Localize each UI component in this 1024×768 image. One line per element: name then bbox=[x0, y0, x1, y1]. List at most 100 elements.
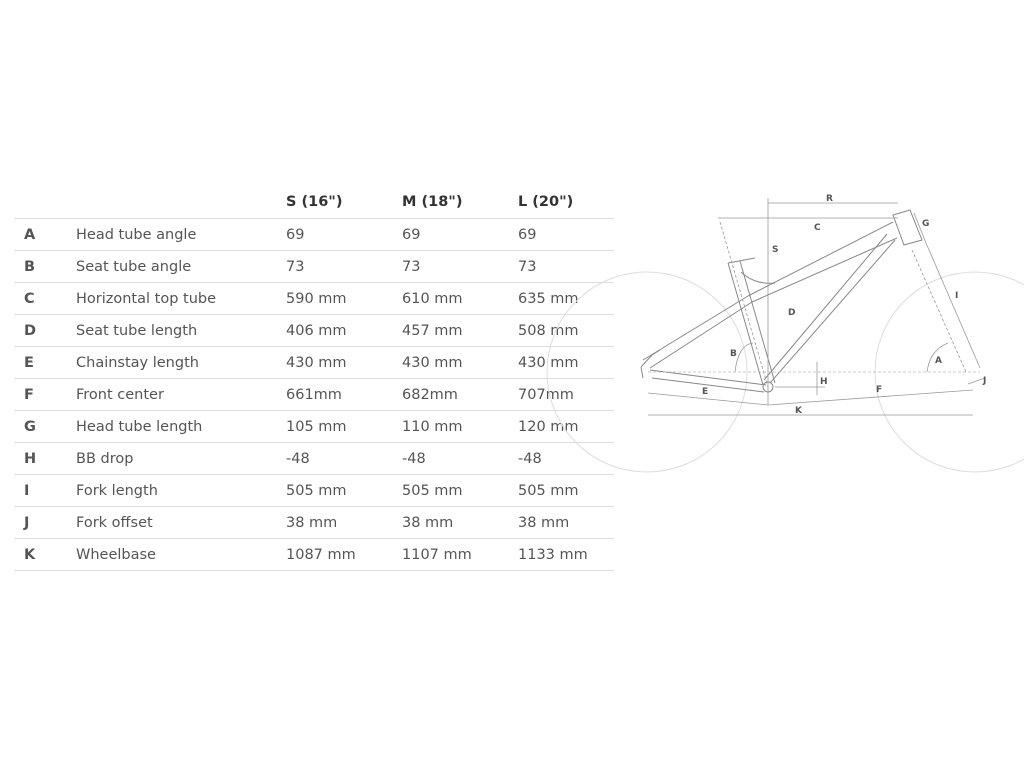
row-key: A bbox=[14, 218, 76, 251]
value-size-m: 457 mm bbox=[402, 314, 518, 347]
value-size-l: -48 bbox=[518, 442, 614, 475]
row-key: C bbox=[14, 282, 76, 315]
row-key: B bbox=[14, 250, 76, 283]
row-label: Fork length bbox=[76, 474, 286, 507]
row-label: Fork offset bbox=[76, 506, 286, 539]
row-key: D bbox=[14, 314, 76, 347]
row-key: H bbox=[14, 442, 76, 475]
value-size-m: 73 bbox=[402, 250, 518, 283]
value-size-s: 73 bbox=[286, 250, 402, 283]
value-size-m: 1107 mm bbox=[402, 538, 518, 571]
label-B: B bbox=[730, 349, 737, 359]
seat-axis bbox=[719, 221, 769, 388]
value-size-l: 430 mm bbox=[518, 346, 614, 379]
value-size-m: 110 mm bbox=[402, 410, 518, 443]
top-tube bbox=[747, 221, 898, 303]
row-key: K bbox=[14, 538, 76, 571]
label-J: J bbox=[982, 376, 986, 386]
row-key: F bbox=[14, 378, 76, 411]
value-size-m: 430 mm bbox=[402, 346, 518, 379]
row-label: Head tube angle bbox=[76, 218, 286, 251]
dim-G bbox=[913, 212, 927, 244]
header-label bbox=[76, 186, 286, 219]
label-S: S bbox=[772, 245, 778, 255]
label-G: G bbox=[922, 219, 929, 229]
down-tube bbox=[763, 233, 896, 384]
header-size-m: M (18") bbox=[402, 186, 518, 219]
row-label: BB drop bbox=[76, 442, 286, 475]
value-size-l: 120 mm bbox=[518, 410, 614, 443]
value-size-l: 73 bbox=[518, 250, 614, 283]
value-size-s: 661mm bbox=[286, 378, 402, 411]
row-key: J bbox=[14, 506, 76, 539]
label-A: A bbox=[935, 356, 942, 366]
header-size-s: S (16") bbox=[286, 186, 402, 219]
value-size-l: 635 mm bbox=[518, 282, 614, 315]
label-R: R bbox=[826, 194, 833, 204]
seat-stay bbox=[642, 295, 753, 369]
value-size-m: 69 bbox=[402, 218, 518, 251]
row-label: Front center bbox=[76, 378, 286, 411]
label-H: H bbox=[820, 377, 828, 387]
row-label: Seat tube angle bbox=[76, 250, 286, 283]
value-size-s: 69 bbox=[286, 218, 402, 251]
label-C: C bbox=[814, 223, 821, 233]
row-label: Horizontal top tube bbox=[76, 282, 286, 315]
value-size-l: 505 mm bbox=[518, 474, 614, 507]
dim-I bbox=[925, 242, 981, 369]
header-size-l: L (20") bbox=[518, 186, 614, 219]
value-size-s: 505 mm bbox=[286, 474, 402, 507]
row-key: E bbox=[14, 346, 76, 379]
value-size-l: 1133 mm bbox=[518, 538, 614, 571]
label-D: D bbox=[788, 308, 795, 318]
row-key: I bbox=[14, 474, 76, 507]
seat-tube bbox=[727, 257, 776, 386]
head-tube bbox=[892, 209, 923, 246]
top-tube-gusset bbox=[740, 271, 776, 284]
row-label: Wheelbase bbox=[76, 538, 286, 571]
dim-E bbox=[647, 392, 769, 406]
dim-F bbox=[767, 389, 974, 406]
value-size-l: 69 bbox=[518, 218, 614, 251]
rear-wheel bbox=[546, 271, 748, 473]
label-F: F bbox=[876, 385, 882, 395]
value-size-l: 707mm bbox=[518, 378, 614, 411]
row-label: Chainstay length bbox=[76, 346, 286, 379]
value-size-m: 682mm bbox=[402, 378, 518, 411]
chainstay bbox=[649, 369, 767, 393]
value-size-m: -48 bbox=[402, 442, 518, 475]
value-size-s: 590 mm bbox=[286, 282, 402, 315]
value-size-s: -48 bbox=[286, 442, 402, 475]
value-size-m: 505 mm bbox=[402, 474, 518, 507]
label-I: I bbox=[955, 291, 958, 301]
dim-H bbox=[775, 362, 825, 395]
label-E: E bbox=[702, 387, 708, 397]
row-label: Seat tube length bbox=[76, 314, 286, 347]
header-key bbox=[14, 186, 76, 219]
dim-J bbox=[967, 377, 986, 385]
row-key: G bbox=[14, 410, 76, 443]
value-size-m: 610 mm bbox=[402, 282, 518, 315]
row-label: Head tube length bbox=[76, 410, 286, 443]
value-size-s: 38 mm bbox=[286, 506, 402, 539]
fork-axis bbox=[911, 249, 967, 373]
value-size-s: 105 mm bbox=[286, 410, 402, 443]
value-size-s: 1087 mm bbox=[286, 538, 402, 571]
value-size-m: 38 mm bbox=[402, 506, 518, 539]
value-size-s: 406 mm bbox=[286, 314, 402, 347]
angle-A bbox=[926, 342, 949, 373]
table-header-row: S (16") M (18") L (20") bbox=[14, 186, 614, 219]
value-size-l: 38 mm bbox=[518, 506, 614, 539]
